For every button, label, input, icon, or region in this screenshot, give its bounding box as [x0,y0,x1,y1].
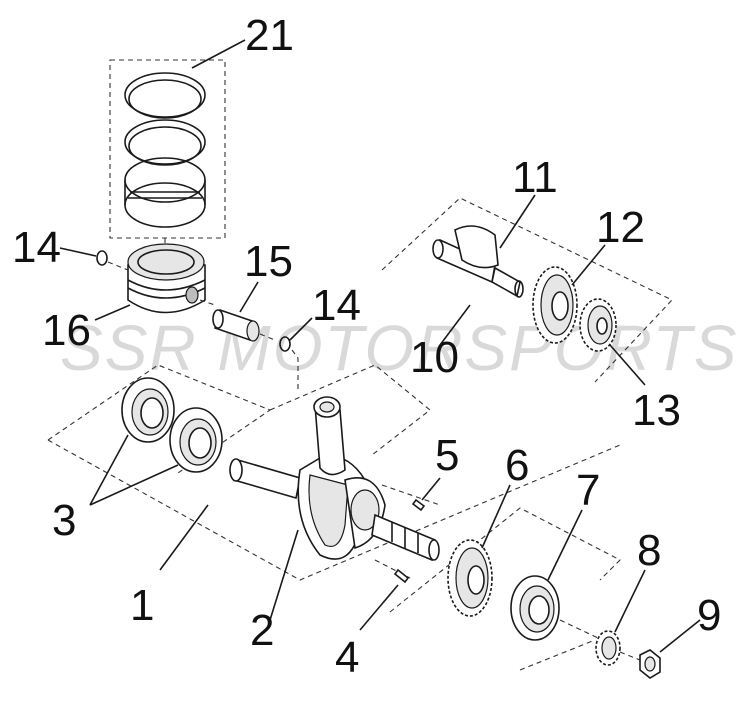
small-sprocket-gear [559,619,621,666]
callout-label-13: 13 [632,386,681,435]
output-bearing [510,575,596,671]
timing-drive-gear [389,507,621,617]
leader-lines [59,39,701,653]
piston [127,238,206,314]
callout-label-6: 6 [505,441,529,490]
callout-label-3: 3 [52,496,76,545]
watermark-text: SSR MOTORSPORTS [60,312,738,384]
crankshaft-assembly [47,364,621,581]
callout-label-5: 5 [435,431,459,480]
lock-nut [619,649,661,679]
circlip-right [279,336,299,392]
circlip-left [96,250,129,271]
woodruff-key-upper [381,484,441,512]
callout-label-11: 11 [512,153,558,202]
balancer-drive-gear [532,266,578,344]
callout-label-9: 9 [697,591,721,640]
callout-label-10: 10 [410,333,459,382]
callout-label-2: 2 [250,606,274,655]
callout-label-12: 12 [596,203,645,252]
callout-label-8: 8 [637,526,661,575]
callout-label-16: 16 [42,306,91,355]
piston-ring-set [109,59,226,239]
balancer-driven-gear [579,298,617,352]
crankshaft-bearings [47,364,272,476]
callout-label-15: 15 [244,237,293,286]
callout-label-21: 21 [245,11,294,60]
piston-pin [199,299,276,342]
callout-label-4: 4 [335,633,359,682]
callout-label-1: 1 [130,581,154,630]
callout-label-14-right: 14 [312,281,361,330]
woodruff-key-lower [374,559,411,584]
callout-label-7: 7 [576,466,600,515]
callout-label-14-left: 14 [12,223,61,272]
balancer-shaft-group [381,197,673,383]
